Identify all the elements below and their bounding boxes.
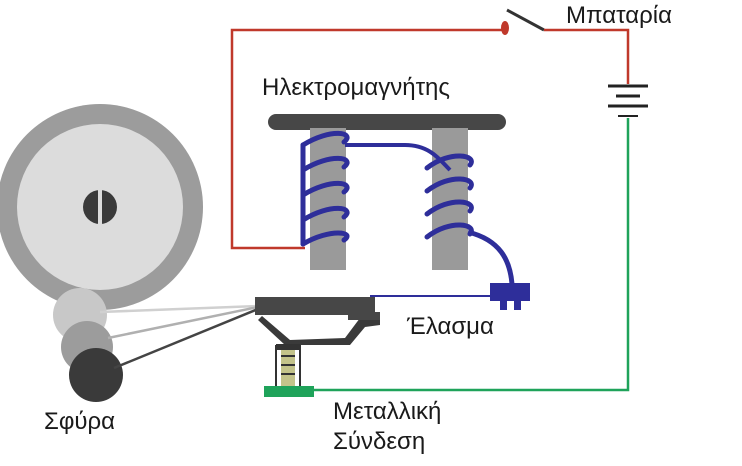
electromagnet-label: Ηλεκτρομαγνήτης	[262, 74, 450, 101]
electromagnet-yoke	[268, 114, 506, 130]
hammer-label: Σφύρα	[44, 408, 116, 435]
bell-screw-slot	[98, 190, 102, 224]
contact-screw	[275, 344, 301, 386]
switch-lever[interactable]	[506, 8, 545, 32]
red-wire-to-battery	[544, 28, 630, 84]
hammer-arms	[99, 304, 259, 370]
hammer-head	[69, 348, 123, 402]
left-coil	[300, 130, 350, 247]
terminal-block	[490, 283, 530, 310]
coil-to-terminal-wire	[467, 229, 515, 285]
red-wire-path	[230, 28, 505, 250]
metal-contact-base	[264, 386, 314, 397]
contact-label-line1: Μεταλλική	[333, 398, 442, 425]
bell	[0, 104, 203, 310]
battery-symbol	[608, 84, 648, 117]
left-core	[310, 128, 346, 270]
green-wire	[314, 118, 630, 392]
inter-coil-wire	[345, 143, 452, 172]
strip-label: Έλασμα	[407, 313, 494, 340]
battery-label: Μπαταρία	[566, 2, 672, 29]
red-wire	[230, 8, 630, 250]
contact-label-line2: Σύνδεση	[333, 428, 426, 455]
switch-contact	[501, 21, 509, 35]
hammer	[53, 288, 123, 402]
right-core	[432, 128, 468, 270]
armature-strip	[255, 297, 380, 345]
